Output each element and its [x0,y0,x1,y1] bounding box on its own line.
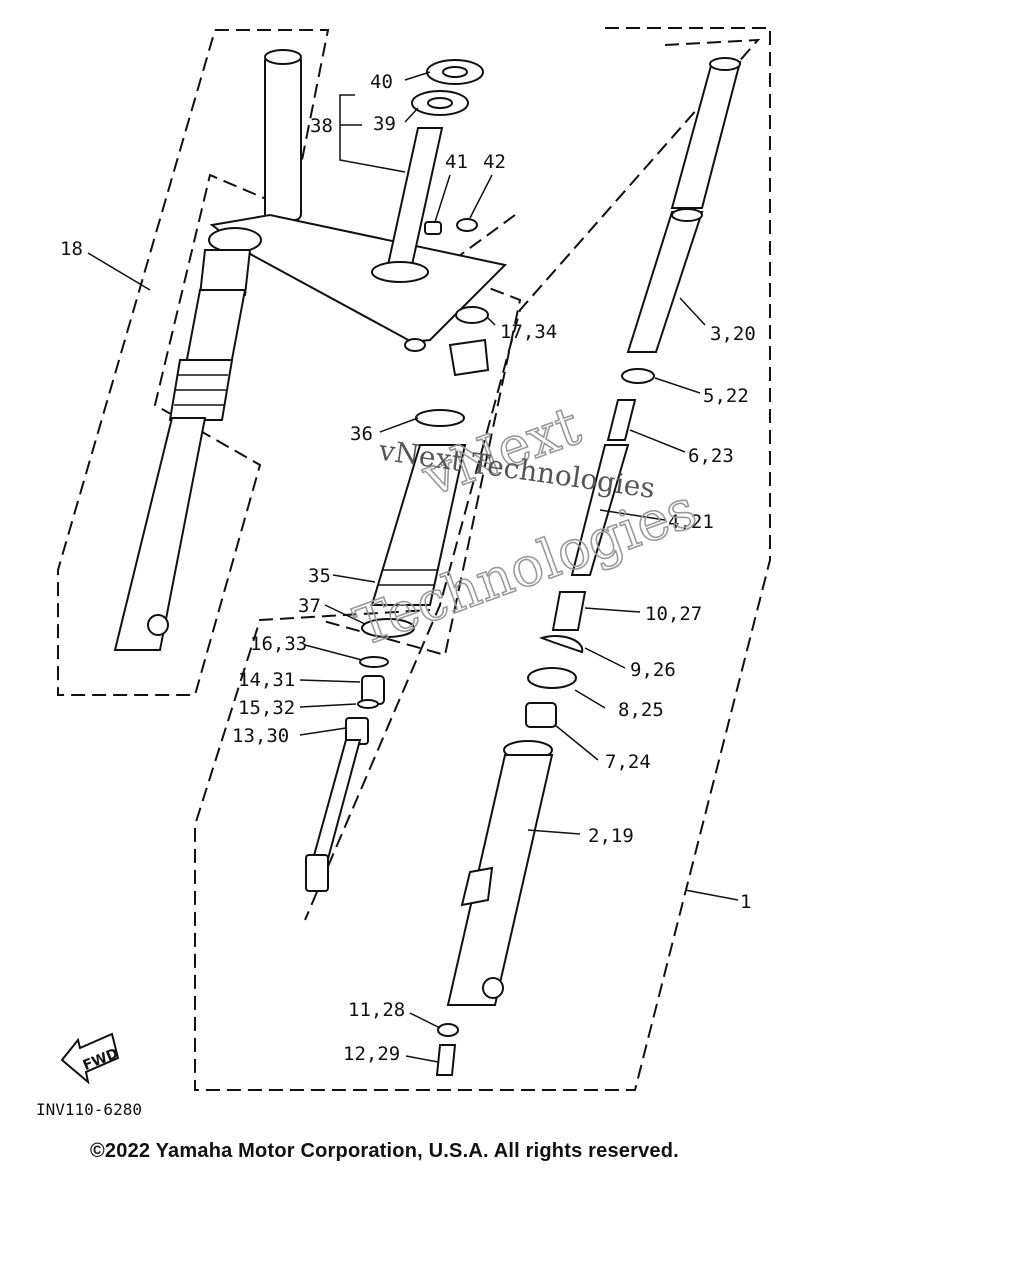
label-9-26: 9,26 [630,659,676,681]
assembly-outlines [57,27,771,1091]
damper-rod [305,656,389,892]
label-3-20: 3,20 [710,323,756,345]
part-labels: 40 38 39 41 42 18 17,34 3,20 5,22 36 6,2… [60,71,756,1065]
label-37: 37 [298,595,321,617]
label-42: 42 [483,151,506,173]
fwd-arrow-icon: FWD [60,1032,121,1085]
outline-assembly-18 [57,29,330,696]
label-15-32: 15,32 [238,697,295,719]
label-11-28: 11,28 [348,999,405,1021]
steering-stem-38 [371,59,484,283]
clamp-17-34 [448,306,490,377]
label-6-23: 6,23 [688,445,734,467]
fork-leg-18 [113,49,508,651]
label-41: 41 [445,151,468,173]
label-5-22: 5,22 [703,385,749,407]
label-1: 1 [740,891,751,913]
label-14-31: 14,31 [238,669,295,691]
label-40: 40 [370,71,393,93]
label-4-21: 4,21 [668,511,714,533]
label-36: 36 [350,423,373,445]
label-7-24: 7,24 [605,751,651,773]
label-13-30: 13,30 [232,725,289,747]
copyright-notice: ©2022 Yamaha Motor Corporation, U.S.A. A… [90,1140,679,1162]
label-8-25: 8,25 [618,699,664,721]
boot-assembly [361,409,467,638]
label-17-34: 17,34 [500,321,557,343]
label-12-29: 12,29 [343,1043,400,1065]
label-35: 35 [308,565,331,587]
label-39: 39 [373,113,396,135]
label-18: 18 [60,238,83,260]
diagram-code: INV110-6280 [36,1100,142,1119]
outline-assembly-1 [194,27,771,1091]
label-2-19: 2,19 [588,825,634,847]
outline-inner-kit [304,38,761,921]
outer-tube-2-19 [435,740,554,1076]
label-38: 38 [310,115,333,137]
label-10-27: 10,27 [645,603,702,625]
label-16-33: 16,33 [250,633,307,655]
leader-lines [87,71,739,1063]
